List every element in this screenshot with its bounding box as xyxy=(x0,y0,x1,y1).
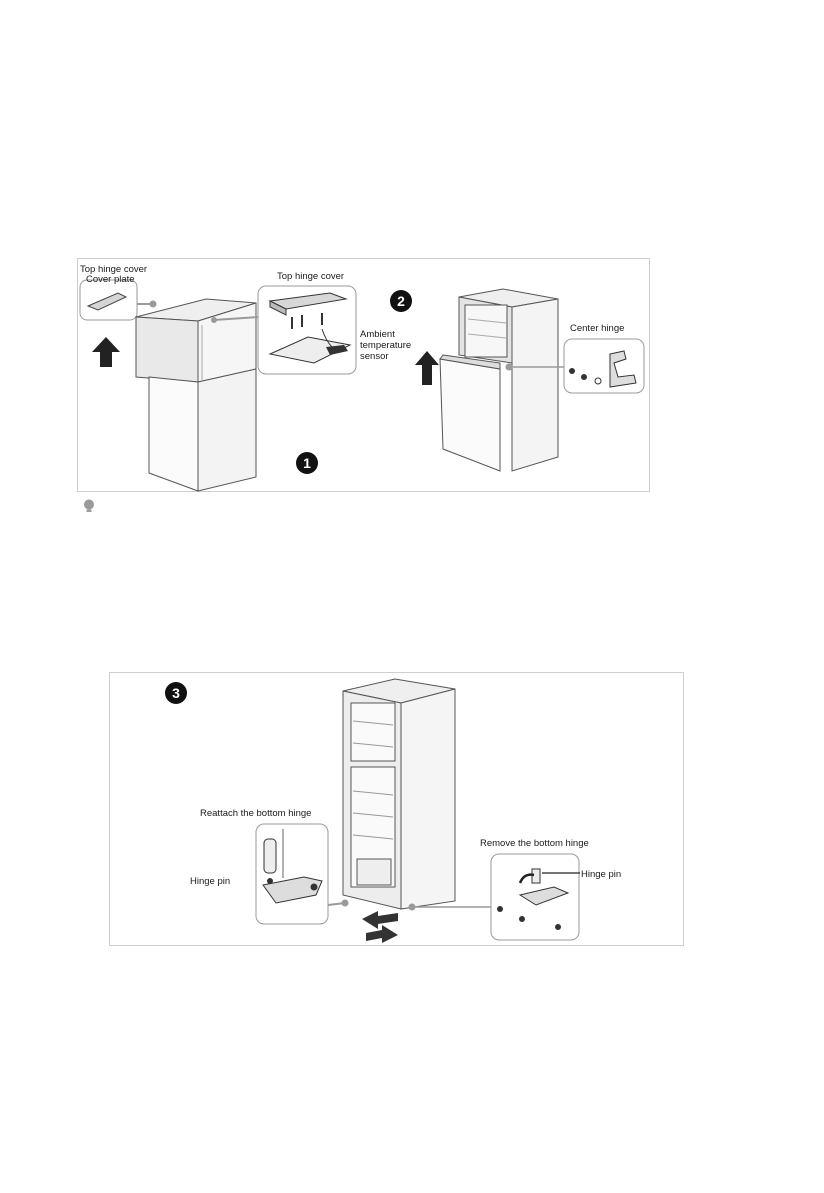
refrigerator-3 xyxy=(343,679,455,909)
refrigerator-1 xyxy=(136,299,256,491)
step-2-badge: 2 xyxy=(390,290,412,312)
label-center-hinge: Center hinge xyxy=(570,323,624,334)
label-ambient-temperature-sensor: Ambient temperature sensor xyxy=(360,329,422,362)
swap-arrow-icon xyxy=(362,911,398,929)
refrigerator-2 xyxy=(440,289,558,471)
label-cover-plate: Cover plate xyxy=(86,274,135,285)
center-hinge-callout xyxy=(564,339,644,393)
label-reattach-bottom-hinge: Reattach the bottom hinge xyxy=(200,808,311,819)
figure1-illustration xyxy=(78,259,649,491)
figure-bottom-hinge: 3 Reattach the bottom hinge Hinge pin Re… xyxy=(109,672,684,946)
step-3-badge: 3 xyxy=(165,682,187,704)
note-icon xyxy=(83,499,95,513)
label-remove-bottom-hinge: Remove the bottom hinge xyxy=(480,838,589,849)
arrow-up-icon xyxy=(92,337,120,367)
figure2-illustration xyxy=(110,673,683,945)
step-1-badge: 1 xyxy=(296,452,318,474)
label-hinge-pin-left: Hinge pin xyxy=(190,876,230,887)
label-top-hinge-cover-detail: Top hinge cover xyxy=(277,271,344,282)
label-hinge-pin-right: Hinge pin xyxy=(581,869,621,880)
figure-remove-top-door: Top hinge cover Cover plate Top hinge co… xyxy=(77,258,650,492)
